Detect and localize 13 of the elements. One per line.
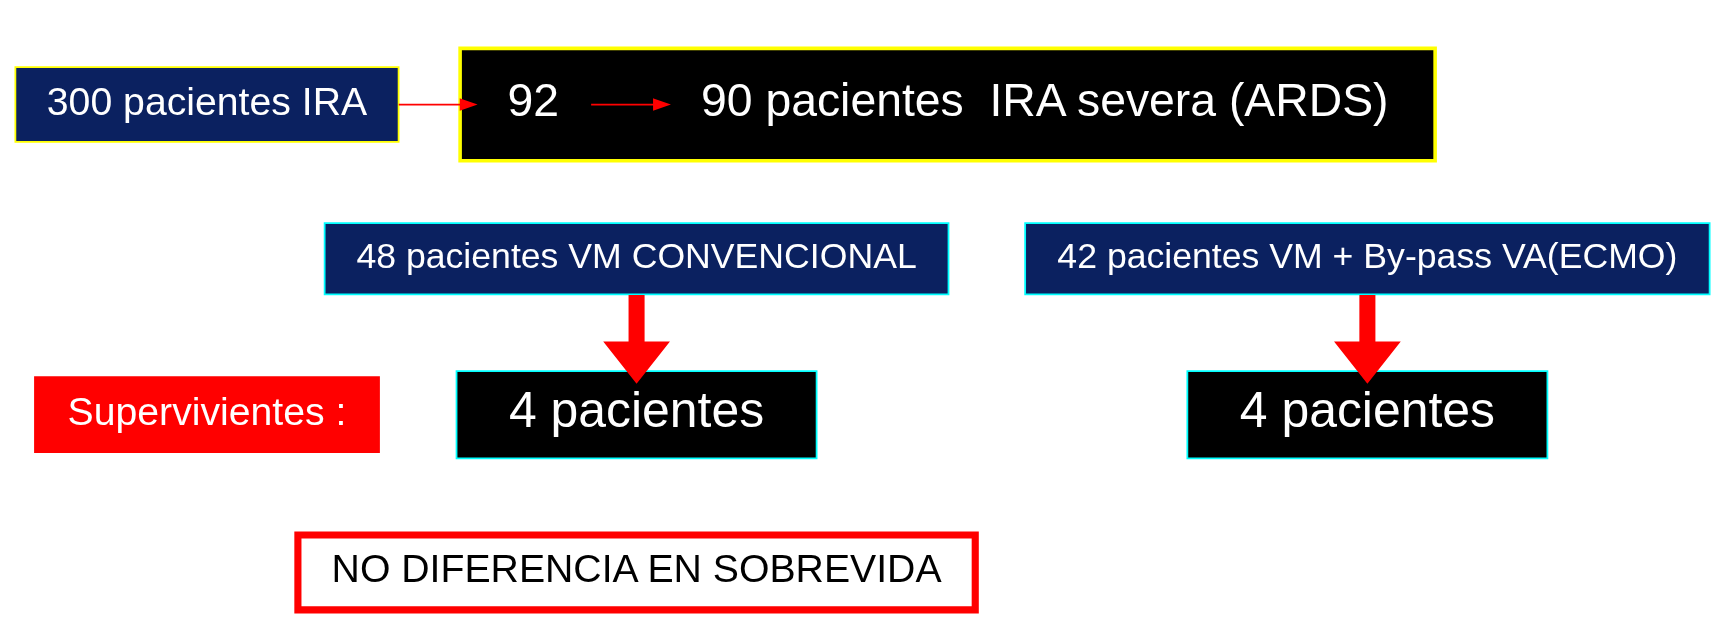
arrow: [603, 294, 670, 384]
node-box: 300 pacientes IRA: [14, 65, 400, 143]
node-box: 48 pacientes VM CONVENCIONAL: [323, 221, 950, 295]
node-box: 4 pacientes: [455, 369, 818, 459]
node-box: Supervivientes :: [34, 375, 380, 453]
node-box: 4 pacientes: [1186, 369, 1549, 459]
node-box: NO DIFERENCIA EN SOBREVIDA: [294, 530, 979, 613]
node-box: 42 pacientes VM + By-pass VA(ECMO): [1024, 221, 1711, 295]
arrow: [1334, 294, 1401, 384]
node-text: 90 pacientes IRA severa (ARDS): [701, 73, 1389, 126]
arrow: [590, 97, 671, 111]
node-text: 92: [507, 73, 559, 126]
arrow: [397, 97, 478, 111]
